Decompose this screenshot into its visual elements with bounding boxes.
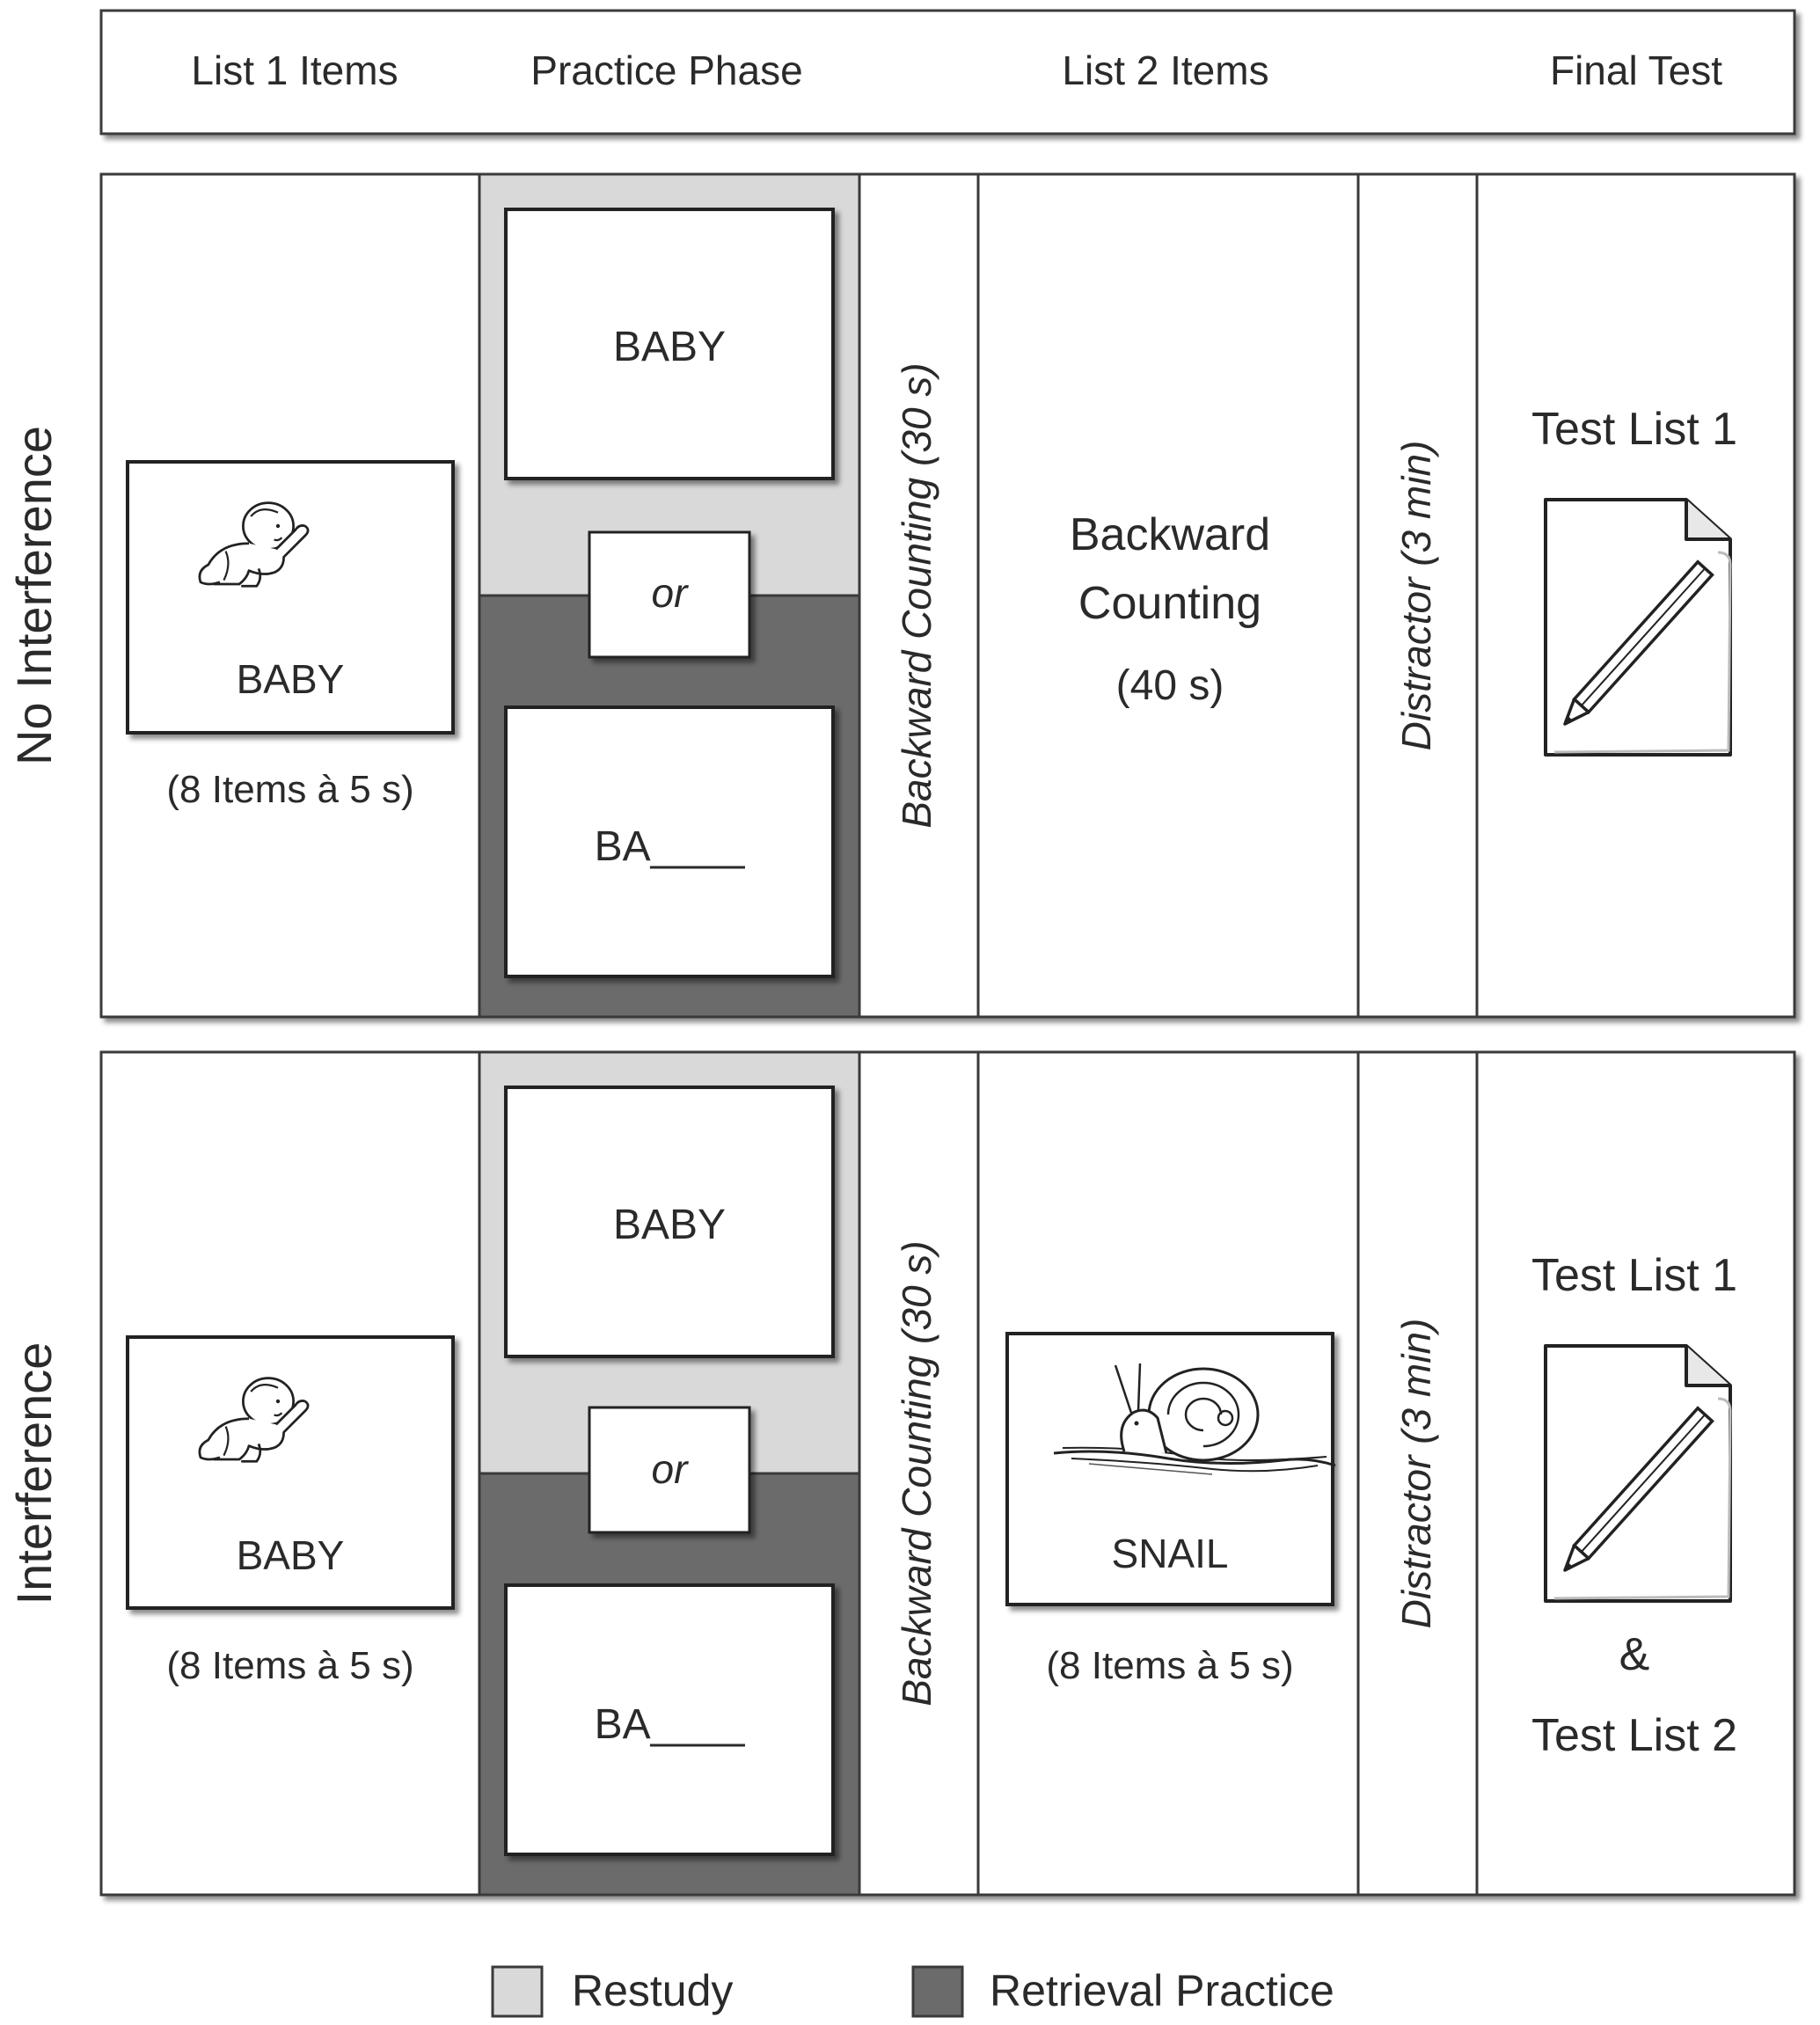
legend-retrieval-swatch	[911, 1965, 964, 2018]
panel-no-interference: No Interference BABY (8 Items à 5 s) BAB…	[6, 172, 1796, 1019]
list2-line1: Backward	[1070, 509, 1270, 560]
list1-card	[126, 1335, 455, 1610]
list1-note: (8 Items à 5 s)	[166, 1644, 413, 1687]
legend-restudy-swatch	[491, 1965, 544, 2018]
test-list2: Test List 2	[1531, 1710, 1737, 1761]
retrieval-word: BA____	[595, 1701, 746, 1748]
list1-card-word: BABY	[237, 1532, 345, 1578]
list1-card-word: BABY	[237, 656, 345, 702]
legend-retrieval-label: Retrieval Practice	[990, 1966, 1334, 2015]
list1-note: (8 Items à 5 s)	[166, 768, 413, 811]
list2-card-word: SNAIL	[1112, 1531, 1229, 1576]
retrieval-card	[504, 1583, 835, 1856]
list2-line2: Counting	[1078, 578, 1261, 629]
header-final-test: Final Test	[1550, 48, 1722, 93]
or-box	[588, 530, 751, 659]
test-list1: Test List 1	[1531, 404, 1737, 455]
or-text: or	[652, 1446, 690, 1492]
test-sheet-pencil-icon	[1544, 1344, 1732, 1603]
distractor-3min: Distractor (3 min)	[1393, 1319, 1439, 1629]
restudy-card	[504, 208, 835, 480]
restudy-word: BABY	[613, 1202, 726, 1248]
row-label-interference: Interference	[6, 1342, 62, 1605]
or-box	[588, 1406, 751, 1534]
restudy-word: BABY	[613, 324, 726, 370]
panel-interference: Interference BABY (8 Items à 5 s) BABY o…	[6, 1050, 1796, 1897]
backward-counting-30s: Backward Counting (30 s)	[894, 1240, 939, 1706]
retrieval-word: BA____	[595, 823, 746, 870]
header-practice: Practice Phase	[530, 48, 802, 93]
list2-line3: (40 s)	[1116, 662, 1224, 709]
restudy-card	[504, 1086, 835, 1358]
distractor-3min: Distractor (3 min)	[1393, 441, 1439, 751]
list1-card	[126, 460, 455, 735]
retrieval-card	[504, 705, 835, 978]
test-sheet-pencil-icon	[1544, 498, 1732, 757]
row-label-no-interference: No Interference	[6, 426, 62, 765]
backward-counting-30s: Backward Counting (30 s)	[894, 362, 939, 828]
or-text: or	[652, 570, 690, 616]
test-list1: Test List 1	[1531, 1250, 1737, 1301]
test-ampersand: &	[1619, 1629, 1650, 1680]
header-bar: List 1 Items Practice Phase List 2 Items…	[99, 9, 1796, 135]
list2-note: (8 Items à 5 s)	[1046, 1644, 1293, 1687]
legend: Restudy Retrieval Practice	[491, 1965, 1334, 2018]
header-list2: List 2 Items	[1062, 48, 1268, 93]
legend-restudy-label: Restudy	[572, 1966, 733, 2015]
header-list1: List 1 Items	[191, 48, 398, 93]
